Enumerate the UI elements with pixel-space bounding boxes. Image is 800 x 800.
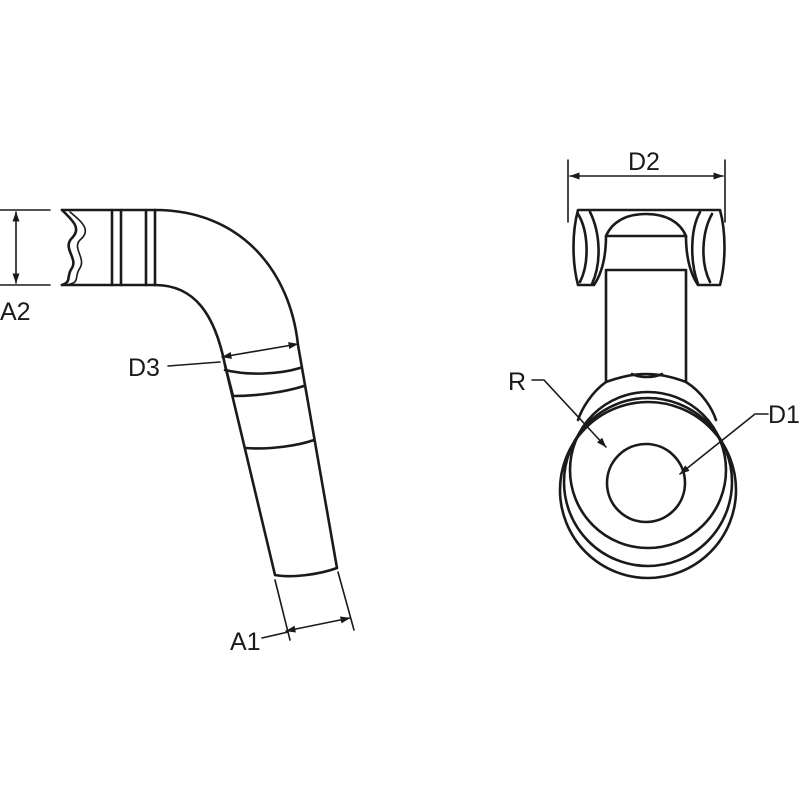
a1-dimension-line — [285, 616, 351, 633]
r-label: R — [508, 368, 526, 396]
break-line — [60, 208, 78, 287]
d1-label: D1 — [768, 401, 800, 429]
d2-label: D2 — [628, 148, 660, 176]
r-leader — [531, 379, 607, 448]
front-shank — [604, 268, 688, 384]
eye-ring-2 — [562, 396, 734, 568]
head-stub — [60, 208, 157, 287]
d3-label: D3 — [128, 354, 160, 382]
front-head-inner — [604, 212, 688, 238]
eye-ring-3 — [568, 390, 728, 550]
a2-label: A2 — [0, 298, 31, 326]
eye-hole — [605, 442, 687, 524]
a1-label: A1 — [230, 628, 261, 656]
break-line-inner — [69, 211, 87, 285]
front-view: D2 R D1 — [508, 148, 800, 580]
front-head-curves-right — [690, 210, 714, 286]
front-shank-neck — [630, 372, 664, 379]
d1-leader — [679, 413, 769, 475]
a1-leader — [261, 631, 289, 639]
shank-band-3 — [243, 438, 316, 450]
a1-extension-right — [337, 571, 355, 631]
shank-inner-edge — [223, 363, 235, 398]
head-band-lines — [110, 208, 157, 287]
d3-leader — [167, 361, 221, 367]
shank-band-2 — [231, 384, 306, 398]
front-head-curves-left — [576, 210, 600, 286]
d3-dimension-line — [221, 342, 299, 359]
side-view: A2 D3 A1 — [0, 208, 355, 656]
bent-rod-outline — [153, 208, 339, 578]
shank-band-1 — [223, 366, 302, 375]
eye-outer-ring — [558, 400, 738, 580]
